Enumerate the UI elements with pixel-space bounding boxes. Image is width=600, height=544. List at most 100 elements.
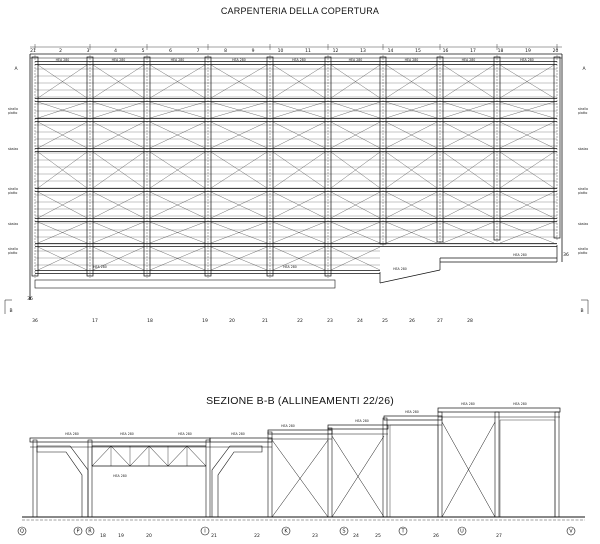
section-beam-label: HEA 280 (231, 432, 245, 436)
brace (385, 101, 438, 119)
bottom-grid-label: 26 (409, 318, 415, 324)
brace (149, 221, 206, 244)
row-label-left-36: 36 (27, 296, 33, 302)
plan-beam-label: HEA 280 (292, 58, 306, 62)
brace (37, 191, 88, 219)
axis-bubble-I: I (204, 529, 205, 535)
top-grid-label: 8 (224, 48, 227, 54)
side-note-right: stralla (578, 247, 588, 251)
section-column-1 (87, 439, 93, 518)
bottom-grid-label: 19 (202, 318, 208, 324)
section-beam-1 (209, 437, 273, 443)
section-beam-label: HEA 280 (178, 432, 192, 436)
top-grid-label: 2 (59, 48, 62, 54)
brace (272, 64, 326, 99)
bottom-grid-label: 25 (382, 318, 388, 324)
bottom-grid-label: 22 (297, 318, 303, 324)
bottom-grid-label: 20 (229, 318, 235, 324)
bottom-grid-label: 21 (262, 318, 268, 324)
brace (385, 221, 438, 244)
plan-beam-label-step2: HEA 280 (513, 253, 527, 257)
side-note-right: piatto (578, 111, 587, 115)
roof-framing-plan (29, 44, 563, 300)
brace (499, 121, 555, 149)
brace (92, 246, 145, 271)
brace (210, 101, 268, 119)
top-grid-label: 6 (169, 48, 172, 54)
plan-beam-label: HEA 280 (232, 58, 246, 62)
section-column-7 (494, 411, 500, 518)
brace (210, 121, 268, 149)
brace (37, 64, 88, 99)
side-note-left: stralla (8, 107, 18, 111)
brace (385, 151, 438, 189)
truss-diagonal (167, 445, 188, 467)
truss-diagonal (148, 445, 169, 467)
brace (149, 64, 206, 99)
section-beam-2 (267, 429, 333, 435)
brace (149, 191, 206, 219)
section-beam-label: HEA 280 (120, 432, 134, 436)
brace (37, 151, 88, 189)
section-axis-number: 18 (100, 533, 106, 539)
brace (442, 101, 495, 119)
brace (272, 151, 326, 189)
brace (92, 221, 145, 244)
side-note-right: stralla (578, 107, 588, 111)
section-beam-label: HEA 280 (355, 419, 369, 423)
truss-diagonal (186, 445, 207, 467)
axis-bubble-Q-circle (17, 526, 27, 536)
axis-bubble-V-circle (566, 526, 576, 536)
axis-bubble-R: R (88, 529, 92, 535)
brace (330, 246, 381, 271)
section-beam-label: HEA 280 (65, 432, 79, 436)
top-grid-label: 4 (114, 48, 117, 54)
brace (385, 121, 438, 149)
section-column-2 (205, 439, 211, 518)
side-note-left: stralla (8, 247, 18, 251)
axis-bubble-I-circle (200, 526, 210, 536)
section-beam-label: HEA 280 (513, 402, 527, 406)
side-note-right: sbalzo (578, 222, 588, 226)
side-note-left: piatto (8, 251, 17, 255)
plan-beam-label: HEA 280 (520, 58, 534, 62)
axis-bubble-V: V (569, 529, 573, 535)
plan-beam-label: HEA 280 (56, 58, 70, 62)
brace (37, 121, 88, 149)
axis-bubble-U: U (460, 529, 464, 535)
side-note-left: sbalzo (8, 147, 18, 151)
section-column-0 (32, 439, 38, 518)
row-label-left-a: A (14, 66, 18, 72)
x-brace-b-1 (331, 435, 385, 518)
brace (37, 101, 88, 119)
section-beam-label: HEA 280 (113, 474, 127, 478)
top-grid-label: 11 (305, 48, 311, 54)
brace (272, 246, 326, 271)
section-column-8 (554, 411, 560, 518)
right-haunch (211, 445, 263, 518)
section-beam-label: HEA 280 (281, 424, 295, 428)
brace (272, 121, 326, 149)
plan-beam-label: HEA 280 (349, 58, 363, 62)
row-label-right-a: A (582, 66, 586, 72)
side-note-right: sbalzo (578, 147, 588, 151)
brace (499, 101, 555, 119)
plan-title: CARPENTERIA DELLA COPERTURA (220, 6, 380, 16)
brace (442, 151, 495, 189)
brace (210, 246, 268, 271)
side-note-right: piatto (578, 191, 587, 195)
brace (442, 191, 495, 219)
brace (330, 221, 381, 244)
axis-bubble-T: T (400, 529, 405, 535)
section-b-b (22, 407, 585, 521)
brace (272, 101, 326, 119)
top-grid-label: 17 (470, 48, 476, 54)
top-grid-label: 13 (360, 48, 366, 54)
truss-diagonal (110, 445, 131, 467)
brace (92, 64, 145, 99)
section-title: SEZIONE B-B (ALLINEAMENTI 22/26) (206, 395, 394, 407)
side-note-right: stralla (578, 187, 588, 191)
truss-diagonal (91, 445, 112, 467)
top-grid-label: 3 (87, 48, 90, 54)
step-d1 (379, 269, 441, 284)
